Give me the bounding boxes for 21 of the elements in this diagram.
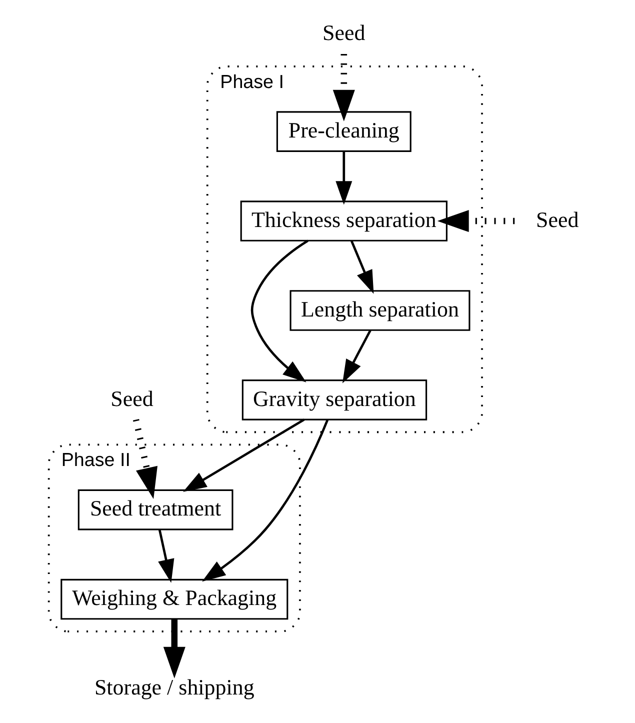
arrow bbox=[332, 54, 354, 122]
node-box: Length separation bbox=[289, 290, 470, 331]
node-box: Gravity separation bbox=[241, 380, 427, 420]
node-text: Storage / shipping bbox=[94, 674, 254, 700]
node-text: Seed bbox=[110, 386, 153, 411]
arrow bbox=[342, 330, 371, 384]
arrow bbox=[350, 240, 374, 294]
arrow bbox=[182, 418, 304, 492]
arrow bbox=[250, 240, 308, 382]
node-box: Thickness separation bbox=[240, 200, 447, 242]
arrow bbox=[132, 418, 157, 499]
node-box: Weighing & Packaging bbox=[60, 578, 288, 620]
arrow bbox=[436, 210, 514, 232]
node-text: Seed bbox=[535, 206, 578, 232]
arrow bbox=[162, 619, 185, 678]
node-box: Seed treatment bbox=[77, 489, 233, 530]
node-box: Pre-cleaning bbox=[276, 111, 411, 152]
arrow bbox=[201, 420, 328, 582]
arrow bbox=[158, 529, 174, 583]
arrow bbox=[335, 151, 352, 205]
node-text: Seed bbox=[322, 20, 365, 46]
